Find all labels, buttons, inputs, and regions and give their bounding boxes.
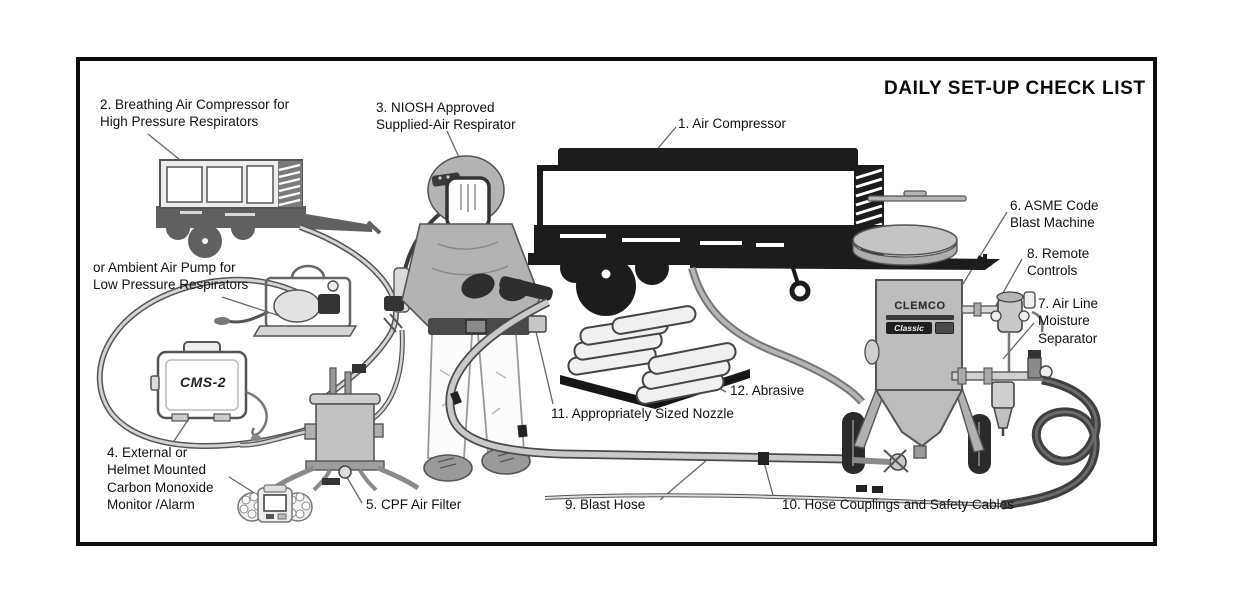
classic-model-text: Classic <box>886 322 932 334</box>
co-monitor-illustration <box>237 484 313 523</box>
air-supply-hose-loop <box>1001 375 1101 510</box>
label-remote-controls: 8. Remote Controls <box>1027 246 1090 279</box>
clemco-brand-text: CLEMCO <box>894 300 946 312</box>
label-hose-couplings: 10. Hose Couplings and Safety Cables <box>782 497 1014 512</box>
blast-hose-illustration <box>445 297 849 465</box>
label-moisture-separator: 7. Air Line Moisture Separator <box>1038 296 1099 346</box>
cpf-air-filter-illustration <box>239 364 420 492</box>
remote-controls-illustration <box>961 291 1044 372</box>
label-nozzle: 11. Appropriately Sized Nozzle <box>551 406 734 421</box>
label-blast-hose: 9. Blast Hose <box>565 497 646 512</box>
diagram-title: DAILY SET-UP CHECK LIST <box>884 78 1146 99</box>
label-niosh-respirator: 3. NIOSH Approved Supplied-Air Respirato… <box>376 100 516 133</box>
moisture-separator-illustration <box>951 350 1053 436</box>
compressor-supply-hose <box>688 266 866 405</box>
blast-machine-illustration <box>842 190 991 474</box>
cms2-monitor-illustration <box>150 341 268 441</box>
label-cpf-air-filter: 5. CPF Air Filter <box>366 497 462 512</box>
hose-coupling <box>517 424 528 438</box>
label-air-compressor: 1. Air Compressor <box>678 116 787 131</box>
hose-coupling <box>758 452 769 465</box>
air-compressor-illustration <box>528 148 1000 316</box>
label-ambient-air-pump: or Ambient Air Pump for Low Pressure Res… <box>93 260 249 293</box>
label-co-monitor: 4. External or Helmet Mounted Carbon Mon… <box>107 445 214 512</box>
remote-control-airline <box>544 485 1003 507</box>
label-breathing-air-compressor: 2. Breathing Air Compressor for High Pre… <box>100 97 290 130</box>
abrasive-pallet-illustration <box>560 305 750 409</box>
classic-emblem <box>935 322 954 334</box>
cms2-model-text: CMS-2 <box>179 374 227 390</box>
clemco-label-bar <box>886 315 954 320</box>
breathing-air-compressor-illustration <box>156 159 382 258</box>
hose-coupling <box>450 390 462 406</box>
ambient-air-pump-illustration <box>214 264 358 337</box>
label-blast-machine: 6. ASME Code Blast Machine <box>1010 198 1099 231</box>
label-abrasive: 12. Abrasive <box>730 383 805 398</box>
breathing-air-hose <box>96 224 405 449</box>
